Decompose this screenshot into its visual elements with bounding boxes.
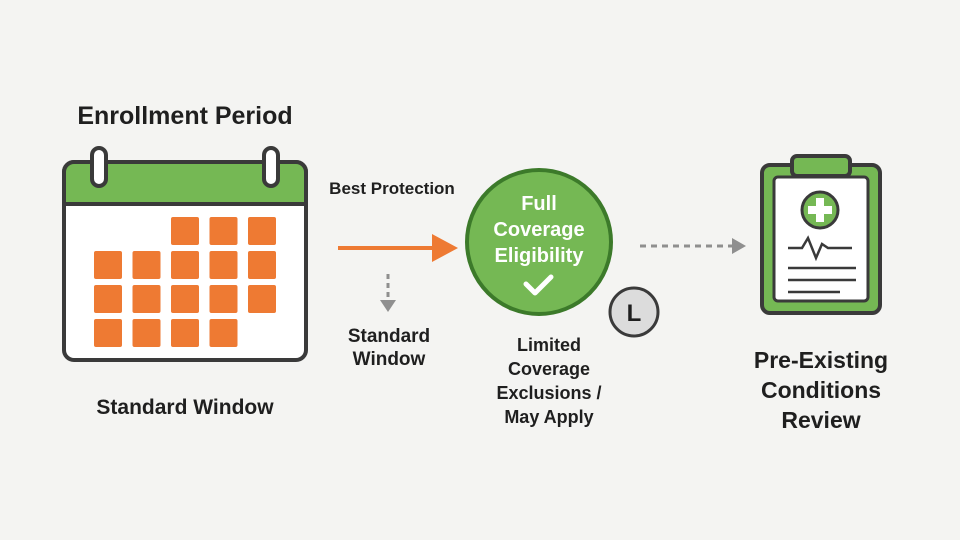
calendar-day-square (209, 319, 238, 347)
circle-line-1: Full (521, 193, 557, 215)
clipboard-icon (760, 154, 882, 315)
calendar-day-square (94, 285, 122, 313)
pre-existing-line-1: Pre-Existing (753, 347, 889, 373)
calendar-caption: Standard Window (96, 396, 274, 419)
calendar-day-square (171, 217, 199, 245)
calendar-day-square (171, 251, 199, 279)
limited-line-3: Exclusions / (496, 382, 602, 403)
circle-line-3: Eligibility (495, 245, 585, 267)
limited-badge: L (608, 286, 660, 338)
calendar-day-square (171, 285, 199, 313)
calendar-day-square (209, 217, 238, 245)
review-arrowhead (732, 238, 746, 254)
calendar-day-square (94, 319, 122, 347)
calendar-day-square (171, 319, 199, 347)
medical-cross-icon (800, 190, 840, 230)
calendar-day-square (132, 251, 161, 279)
calendar-day-square (132, 285, 161, 313)
pre-existing-line-3: Review (781, 406, 861, 433)
circle-line-2: Coverage (493, 219, 584, 241)
limited-coverage-label: Limited Coverage Exclusions / May Apply (476, 334, 622, 430)
limited-line-1: Limited (516, 335, 581, 355)
pre-existing-line-2: Conditions (760, 376, 882, 403)
calendar-ring-right (262, 146, 280, 188)
pre-existing-label: Pre-Existing Conditions Review (726, 346, 916, 436)
checkmark-icon (523, 274, 554, 296)
calendar-day-square (209, 285, 238, 313)
best-protection-label: Best Protection (329, 179, 455, 198)
calendar-day-square (209, 251, 238, 279)
standard-window-arrowhead (380, 300, 396, 312)
calendar-day-square (132, 319, 161, 347)
standard-window-label-line-2: Window (352, 348, 426, 370)
full-coverage-circle: Full Coverage Eligibility (465, 168, 613, 316)
clipboard-clip (790, 154, 852, 178)
limited-line-4: May Apply (504, 406, 594, 427)
limited-badge-letter: L (627, 300, 642, 327)
standard-window-label-line-1: Standard (347, 326, 431, 347)
heartbeat-icon (788, 235, 852, 262)
calendar-icon (62, 146, 308, 362)
standard-window-label: Standard Window (330, 326, 448, 372)
limited-line-2: Coverage (507, 358, 591, 379)
calendar-day-square (94, 251, 122, 279)
calendar-day-square (248, 217, 276, 245)
calendar-day-square (248, 251, 276, 279)
best-protection-arrowhead (432, 234, 458, 262)
calendar-title: Enrollment Period (77, 102, 293, 130)
calendar-ring-left (90, 146, 108, 188)
calendar-day-square (248, 285, 276, 313)
calendar-day-grid (94, 217, 276, 347)
